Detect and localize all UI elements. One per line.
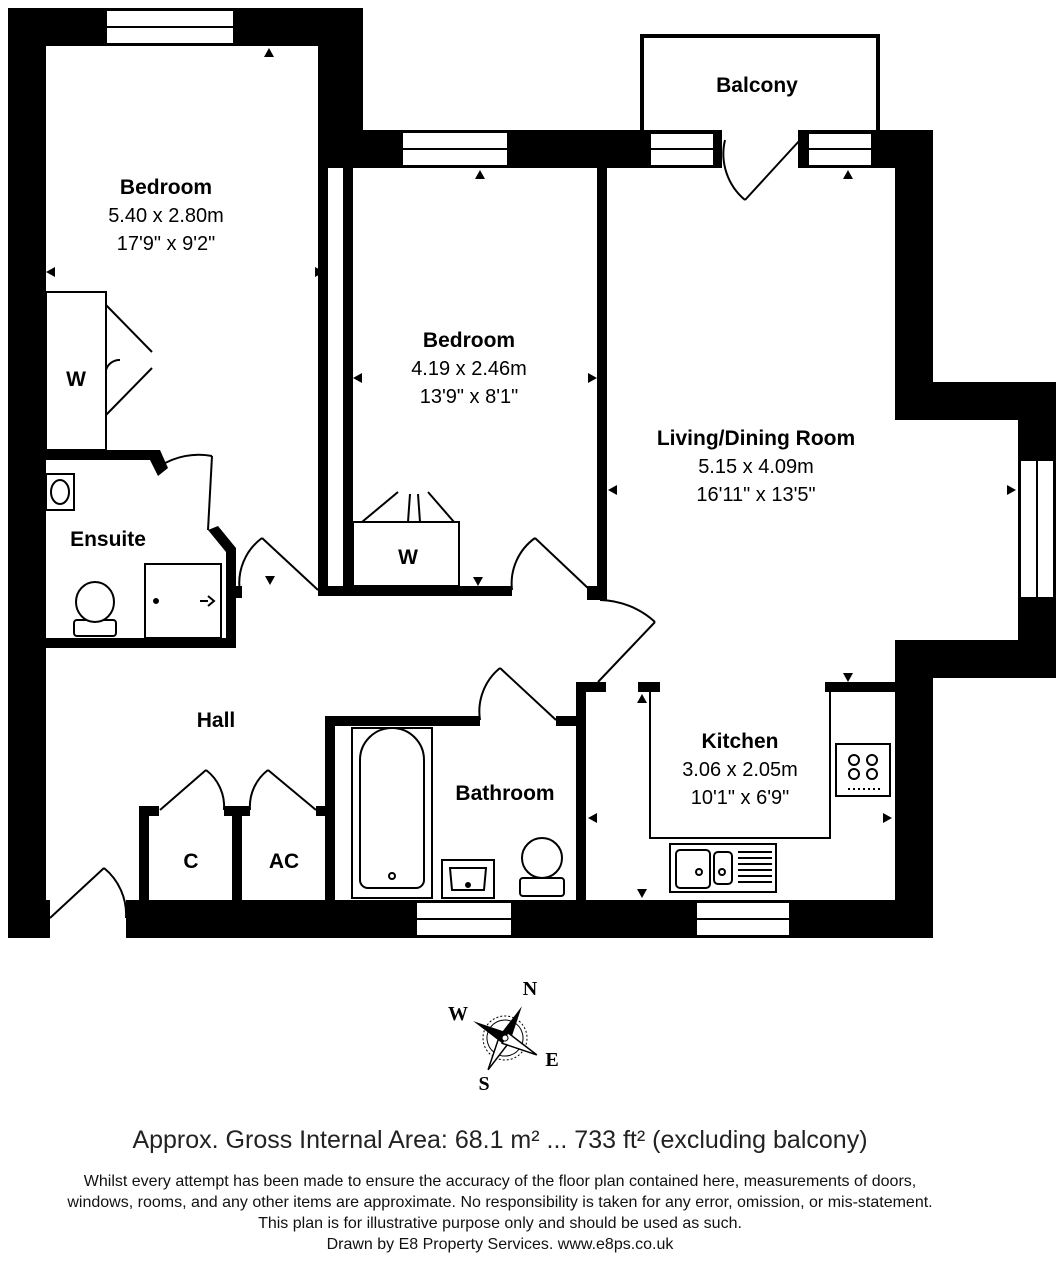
compass-s: S <box>478 1073 489 1095</box>
bath <box>351 727 433 899</box>
living-door <box>597 599 656 683</box>
bathroom-name: Bathroom <box>455 782 554 805</box>
living-name: Living/Dining Room <box>657 427 855 450</box>
bedroom2-metric: 4.19 x 2.46m <box>411 358 527 380</box>
dimension-arrows <box>46 48 1016 898</box>
wardrobe-bedroom2 <box>352 521 460 587</box>
wardrobe2-name: W <box>398 546 418 569</box>
bathroom-door <box>478 667 557 721</box>
bedroom1-name: Bedroom <box>120 176 212 199</box>
bedroom2-name: Bedroom <box>423 329 515 352</box>
living-imperial: 16'11" x 13'5" <box>696 484 815 506</box>
bedroom1-imperial: 17'9" x 9'2" <box>117 233 216 255</box>
living-metric: 5.15 x 4.09m <box>698 456 814 478</box>
windows <box>105 9 1055 937</box>
compass-w: W <box>448 1003 468 1025</box>
room-labels: Bedroom 5.40 x 2.80m 17'9" x 9'2" Bedroo… <box>66 74 855 873</box>
bedroom1-door <box>238 537 319 593</box>
airing-cupboard-name: AC <box>269 850 299 873</box>
balcony-door <box>722 139 801 201</box>
cupboard-name: C <box>183 850 198 873</box>
entrance-gap <box>50 898 126 940</box>
entrance-door <box>49 867 128 919</box>
disclaimer-line: This plan is for illustrative purpose on… <box>258 1215 742 1232</box>
window-bathroom-bottom <box>415 901 513 937</box>
window-bedroom1-top <box>105 9 235 45</box>
fixtures <box>45 291 891 899</box>
window-living-right <box>1019 459 1055 599</box>
compass-n: N <box>523 978 538 1000</box>
disclaimer-line: windows, rooms, and any other items are … <box>67 1194 933 1211</box>
compass-e: E <box>545 1049 558 1071</box>
disclaimer-line: Whilst every attempt has been made to en… <box>83 1173 917 1190</box>
cupboard-door <box>159 769 226 811</box>
window-bedroom2-top <box>401 131 509 167</box>
gross-area-text: Approx. Gross Internal Area: 68.1 m² ...… <box>132 1126 868 1154</box>
ensuite-door <box>159 453 213 531</box>
compass-icon <box>473 1006 538 1071</box>
ensuite-name: Ensuite <box>70 528 146 551</box>
ensuite-toilet <box>73 581 117 637</box>
wardrobe1-name: W <box>66 368 86 391</box>
kitchen-sink <box>669 843 777 893</box>
kitchen-name: Kitchen <box>701 730 778 753</box>
bathroom-basin <box>441 859 495 899</box>
hall-name: Hall <box>197 709 236 732</box>
balcony-outline <box>640 34 880 134</box>
bedroom1-wardrobe-doors <box>105 304 153 416</box>
kitchen-counter <box>649 692 831 839</box>
kitchen-imperial: 10'1" x 6'9" <box>691 787 790 809</box>
doors <box>49 139 801 919</box>
bathroom-toilet <box>519 837 565 897</box>
bedroom1-metric: 5.40 x 2.80m <box>108 205 224 227</box>
bedroom2-imperial: 13'9" x 8'1" <box>420 386 519 408</box>
bedroom2-door <box>510 537 591 591</box>
disclaimer: Whilst every attempt has been made to en… <box>0 1171 1000 1255</box>
window-living-top-right <box>807 131 873 167</box>
window-living-top-left <box>649 131 715 167</box>
floor-plan: Bedroom 5.40 x 2.80m 17'9" x 9'2" Bedroo… <box>8 8 1056 1095</box>
balcony-door-gap <box>722 128 798 170</box>
hob <box>835 743 891 797</box>
window-kitchen-bottom <box>695 901 791 937</box>
balcony-name: Balcony <box>716 74 798 97</box>
wardrobe-bedroom1 <box>45 291 107 451</box>
airing-cupboard-door <box>248 769 317 811</box>
bedroom2-wardrobe-doors <box>361 491 455 523</box>
kitchen-metric: 3.06 x 2.05m <box>682 759 798 781</box>
drawn-by-line: Drawn by E8 Property Services. www.e8ps.… <box>326 1236 674 1253</box>
